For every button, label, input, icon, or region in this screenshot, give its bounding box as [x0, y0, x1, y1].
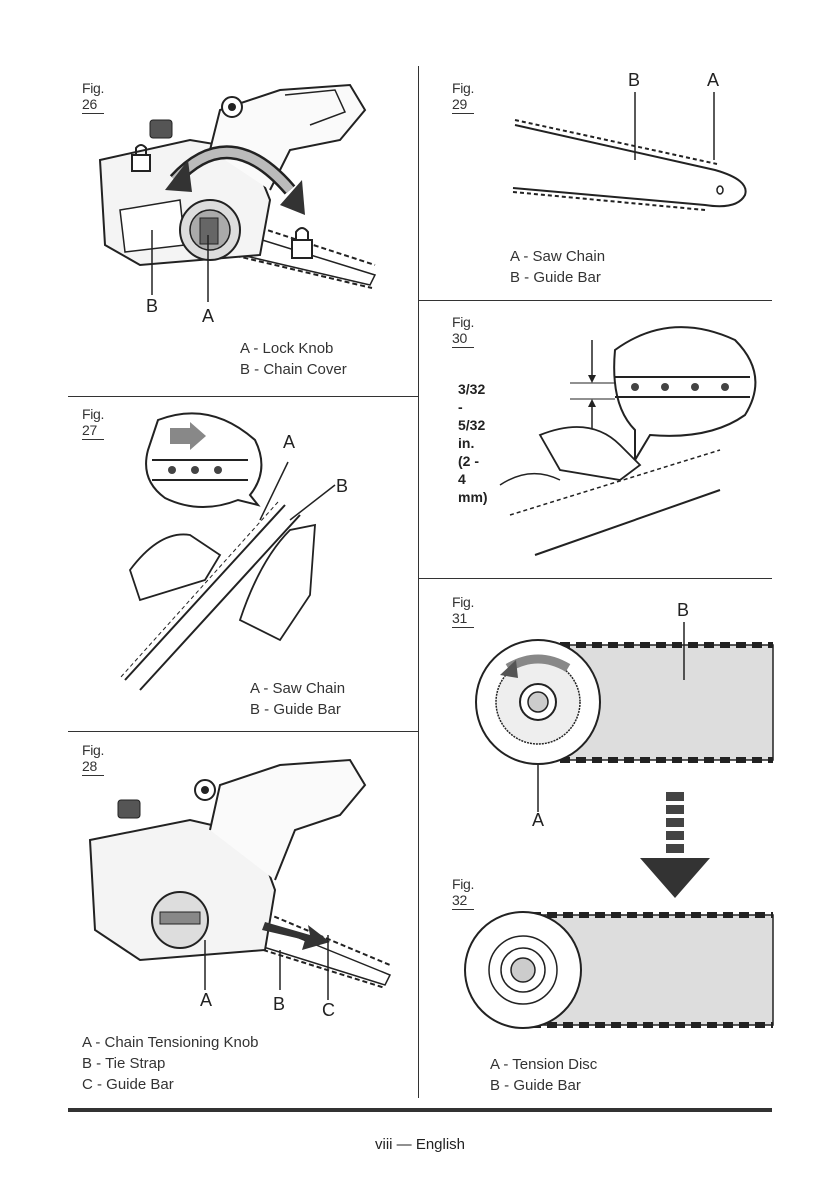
callout-b: B — [273, 994, 285, 1015]
legend-item: A - Saw Chain — [250, 678, 345, 699]
legend-item: C - Guide Bar — [82, 1074, 259, 1095]
chain-tension-knob-illustration — [80, 750, 390, 1000]
callout-a: A — [532, 810, 544, 831]
legend: A - Chain Tensioning Knob B - Tie Strap … — [82, 1032, 259, 1095]
dimension-label: 3/32 - 5/32 in. (2 - 4 mm) — [458, 380, 488, 506]
legend-item: A - Saw Chain — [510, 246, 605, 267]
divider-fig30-31 — [419, 578, 772, 579]
divider-fig29-30 — [419, 300, 772, 301]
guide-bar-illustration — [505, 90, 765, 230]
dimension-mm: (2 - 4 mm) — [458, 452, 488, 506]
legend-item: B - Guide Bar — [490, 1075, 597, 1096]
callout-b: B — [628, 70, 640, 91]
chain-on-bar-illustration — [110, 410, 370, 700]
legend-item: B - Tie Strap — [82, 1053, 259, 1074]
legend-item: A - Lock Knob — [240, 338, 347, 359]
tension-disc-tightened-illustration — [455, 905, 773, 1035]
callout-b: B — [336, 476, 348, 497]
callout-a: A — [202, 306, 214, 327]
callout-a: A — [200, 990, 212, 1011]
legend: A - Saw Chain B - Guide Bar — [250, 678, 345, 720]
legend: A - Tension Disc B - Guide Bar — [490, 1054, 597, 1096]
legend: A - Saw Chain B - Guide Bar — [510, 246, 605, 288]
legend: A - Lock Knob B - Chain Cover — [240, 338, 347, 380]
legend-item: A - Chain Tensioning Knob — [82, 1032, 259, 1053]
figure-label: Fig. 27 — [82, 406, 104, 440]
divider-fig27-28 — [68, 731, 418, 732]
callout-b: B — [677, 600, 689, 621]
callout-a: A — [283, 432, 295, 453]
chain-sag-illustration — [450, 315, 770, 565]
dimension-inches: 3/32 - 5/32 in. — [458, 380, 488, 452]
footer-rule — [68, 1108, 772, 1112]
legend-item: B - Guide Bar — [250, 699, 345, 720]
callout-c: C — [322, 1000, 335, 1021]
legend-item: A - Tension Disc — [490, 1054, 597, 1075]
figure-label: Fig. 29 — [452, 80, 474, 114]
page-footer: viii — English — [0, 1136, 840, 1153]
callout-a: A — [707, 70, 719, 91]
down-arrow-icon — [640, 790, 710, 900]
legend-item: B - Guide Bar — [510, 267, 605, 288]
divider-fig26-27 — [68, 396, 418, 397]
legend-item: B - Chain Cover — [240, 359, 347, 380]
tension-disc-illustration — [468, 620, 773, 820]
column-divider — [418, 66, 419, 1098]
callout-b: B — [146, 296, 158, 317]
chainsaw-lock-illustration — [80, 80, 380, 310]
